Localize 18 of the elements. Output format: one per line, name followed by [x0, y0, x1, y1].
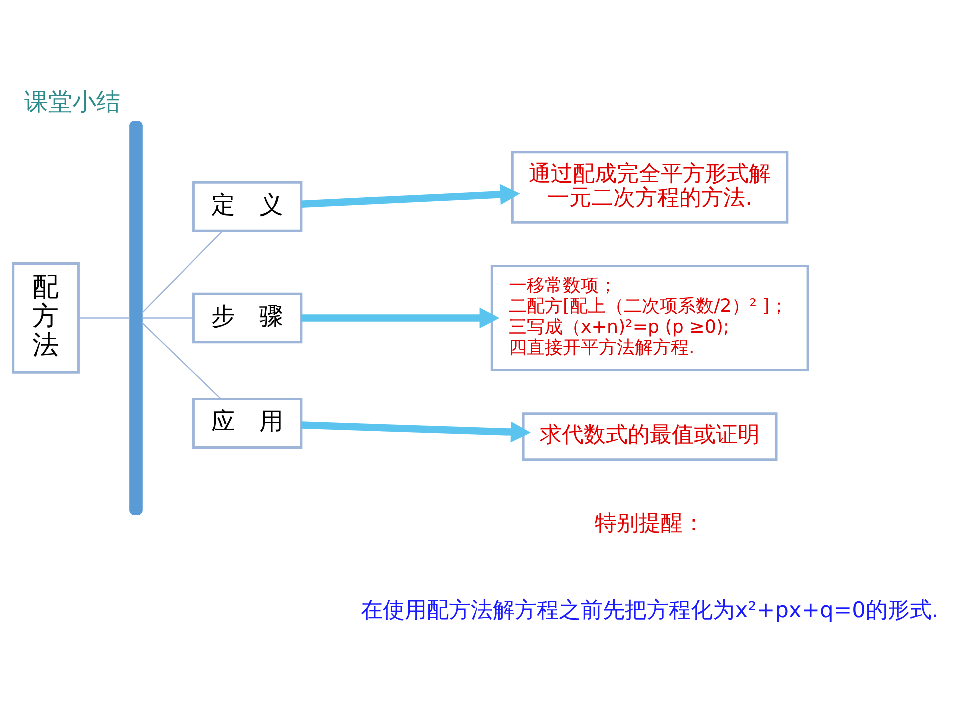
node-box: 一移常数项； 二配方[配上（二次项系数/2）² ]； 三写成（x+n)²=p (p ≥0); 四直接开平方法解方程. — [490, 264, 810, 372]
connector — [78, 318, 130, 319]
node-bar — [130, 120, 143, 516]
node-box: 求代数式的最值或证明 — [522, 412, 778, 462]
diagram-title: 课堂小结 — [24, 88, 121, 116]
node-box: 步 骤 — [192, 292, 303, 344]
node-box: 定 义 — [192, 181, 303, 232]
label: 特别提醒： — [595, 512, 706, 537]
node-box: 通过配成完全平方形式解一元二次方程的方法. — [511, 151, 789, 224]
node-box: 应 用 — [192, 398, 303, 449]
arrow — [302, 308, 500, 329]
arrow — [301, 422, 531, 443]
connector — [142, 322, 222, 400]
connector — [142, 231, 223, 314]
label: 在使用配方法解方程之前先把方程化为x²+px+q=0的形式. — [361, 598, 939, 624]
connector — [142, 318, 194, 319]
node-box: 配方法 — [12, 262, 80, 374]
arrow — [301, 184, 520, 208]
